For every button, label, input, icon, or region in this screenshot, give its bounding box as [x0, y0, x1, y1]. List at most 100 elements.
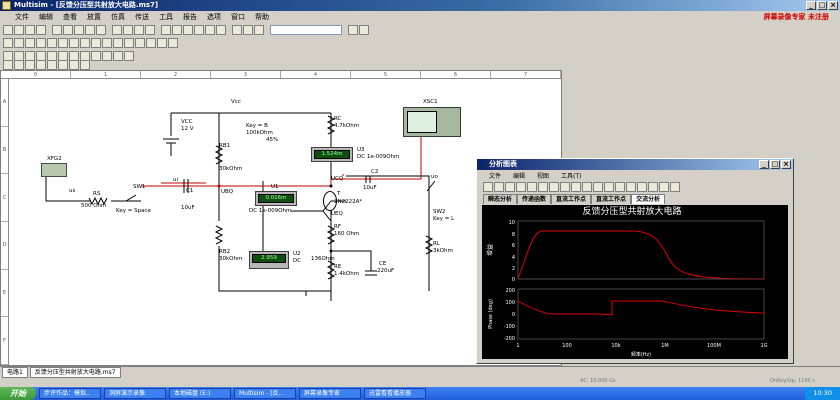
ttl-icon[interactable] [58, 37, 68, 48]
diode-icon[interactable] [25, 37, 35, 48]
redo-icon[interactable] [96, 24, 106, 35]
zoom-out-icon[interactable] [123, 24, 133, 35]
back-annotate-icon[interactable] [232, 24, 242, 35]
g-zoom-icon[interactable] [604, 181, 614, 192]
iv-analyzer-icon[interactable] [102, 50, 112, 61]
menu-window[interactable]: 窗口 [231, 13, 245, 21]
picture-icon[interactable] [80, 60, 90, 70]
new-icon[interactable] [3, 24, 13, 35]
maximize-button[interactable]: □ [817, 1, 827, 10]
g-invert-icon[interactable] [615, 181, 625, 192]
g-overlay-icon[interactable] [637, 181, 647, 192]
hier-block-icon[interactable] [157, 37, 167, 48]
spectrum-icon[interactable] [124, 50, 134, 61]
transistor-icon[interactable] [36, 37, 46, 48]
g-properties-icon[interactable] [626, 181, 636, 192]
database-icon[interactable] [183, 24, 193, 35]
ammeter-u3[interactable]: 1.524m [311, 147, 353, 162]
misc-digital-icon[interactable] [80, 37, 90, 48]
grapher-menu-tools[interactable]: 工具(T) [561, 172, 582, 180]
menu-simulate[interactable]: 仿真 [111, 13, 125, 21]
minimize-button[interactable]: _ [806, 1, 816, 10]
function-generator-icon[interactable] [14, 50, 24, 61]
grapher-minimize[interactable]: _ [759, 160, 769, 169]
text-icon[interactable] [3, 60, 13, 70]
menu-place[interactable]: 放置 [87, 13, 101, 21]
save-icon[interactable] [25, 24, 35, 35]
g-cursor-icon[interactable] [593, 181, 603, 192]
bode-plot[interactable]: 反馈分压型共射放大电路 10 8 6 4 2 0 200 100 0 -100 … [482, 205, 788, 359]
line-icon[interactable] [14, 60, 24, 70]
spreadsheet-icon[interactable] [172, 24, 182, 35]
cut-icon[interactable] [52, 24, 62, 35]
postprocessor-icon[interactable] [216, 24, 226, 35]
menu-edit[interactable]: 编辑 [39, 13, 53, 21]
polyline-icon[interactable] [25, 60, 35, 70]
g-legend-icon[interactable] [582, 181, 592, 192]
help-icon[interactable] [359, 24, 369, 35]
in-use-list-combo[interactable] [270, 24, 342, 35]
tab-ac-analysis[interactable]: 交流分析 [631, 194, 666, 204]
task-item-6[interactable]: 迅雷看看播放器 [364, 388, 426, 399]
transistor-symbol[interactable] [323, 191, 337, 211]
tab-circuit1[interactable]: 电路1 [2, 367, 28, 378]
multimeter-icon[interactable] [3, 50, 13, 61]
grapher-menu-view[interactable]: 视图 [537, 172, 550, 180]
zoom-area-icon[interactable] [134, 24, 144, 35]
g-select-icon[interactable] [648, 181, 658, 192]
grapher-close[interactable]: × [781, 160, 791, 169]
g-print-icon[interactable] [549, 181, 559, 192]
rectangle-icon[interactable] [36, 60, 46, 70]
menu-view[interactable]: 查看 [63, 13, 77, 21]
g-save-icon[interactable] [505, 181, 515, 192]
forward-annotate-icon[interactable] [243, 24, 253, 35]
g-copy-icon[interactable] [527, 181, 537, 192]
word-gen-icon[interactable] [69, 50, 79, 61]
arc-icon[interactable] [58, 60, 68, 70]
tab-transient[interactable]: 瞬态分析 [483, 194, 518, 204]
tab-transfer[interactable]: 传递函数 [517, 194, 552, 204]
basic-icon[interactable] [14, 37, 24, 48]
paste-icon[interactable] [74, 24, 84, 35]
task-item-2[interactable]: 洞屏演示录像 [104, 388, 166, 399]
grapher-maximize[interactable]: □ [770, 160, 780, 169]
rf-icon[interactable] [124, 37, 134, 48]
misc-icon[interactable] [113, 37, 123, 48]
wattmeter-icon[interactable] [25, 50, 35, 61]
task-item-5[interactable]: 屏幕录像专家 [299, 388, 361, 399]
menu-options[interactable]: 选项 [207, 13, 221, 21]
electromech-icon[interactable] [135, 37, 145, 48]
copy-icon[interactable] [63, 24, 73, 35]
g-cut-icon[interactable] [516, 181, 526, 192]
electrical-rules-icon[interactable] [254, 24, 264, 35]
tab-dc-op-1[interactable]: 直流工作点 [551, 194, 592, 204]
g-export-icon[interactable] [659, 181, 669, 192]
logic-analyzer-icon[interactable] [80, 50, 90, 61]
voltmeter-u2[interactable]: 2.959 [249, 251, 289, 269]
g-help-icon[interactable] [670, 181, 680, 192]
menu-reports[interactable]: 报告 [183, 13, 197, 21]
print-icon[interactable] [36, 24, 46, 35]
task-item-3[interactable]: 本地磁盘 (E:) [169, 388, 231, 399]
grapher-menu-file[interactable]: 文件 [489, 172, 502, 180]
close-button[interactable]: × [828, 1, 838, 10]
probe-icon[interactable] [348, 24, 358, 35]
analog-icon[interactable] [47, 37, 57, 48]
zoom-fit-icon[interactable] [145, 24, 155, 35]
task-item-1[interactable]: 步评作品：模拟.. [39, 388, 101, 399]
tab-dc-op-2[interactable]: 直流工作点 [591, 194, 632, 204]
grapher-menu-edit[interactable]: 编辑 [513, 172, 526, 180]
analysis-icon[interactable] [205, 24, 215, 35]
grapher-window[interactable]: 分析图表 _□× 文件 编辑 视图 工具(T) 瞬态分析 传递函数 直流工作点 … [476, 158, 794, 364]
grapher-icon[interactable] [161, 24, 171, 35]
ellipse-icon[interactable] [47, 60, 57, 70]
counter-icon[interactable] [58, 50, 68, 61]
bus-icon[interactable] [168, 37, 178, 48]
oscilloscope-icon[interactable] [36, 50, 46, 61]
g-paste-icon[interactable] [538, 181, 548, 192]
task-item-4[interactable]: Multisim - [反.. [234, 388, 296, 399]
oscilloscope[interactable] [403, 107, 461, 137]
g-grid-icon[interactable] [571, 181, 581, 192]
menu-tools[interactable]: 工具 [159, 13, 173, 21]
